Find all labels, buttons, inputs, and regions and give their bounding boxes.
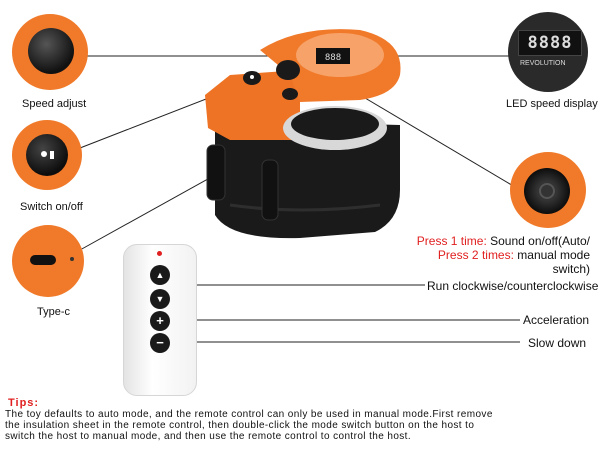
remote-button-plus[interactable]: + [150, 311, 170, 331]
remote-button-down[interactable]: ▼ [150, 289, 170, 309]
remote-button-minus[interactable]: − [150, 333, 170, 353]
remote-button-up[interactable]: ▲ [150, 265, 170, 285]
switch-closeup [12, 120, 82, 190]
mode-button-icon [524, 168, 570, 214]
callout-line-mode [359, 94, 521, 191]
led-display-label: LED speed display [506, 98, 598, 110]
usb-port-icon [30, 255, 56, 265]
press-2-desc: manual mode switch) [513, 248, 590, 276]
typec-label: Type-c [37, 306, 71, 318]
press-1-desc: Sound on/off(Auto/ [486, 234, 590, 248]
tips-line-1: The toy defaults to auto mode, and the r… [5, 409, 493, 420]
press-2-prefix: Press 2 times: [437, 248, 514, 262]
speed-adjust-label: Speed adjust [22, 98, 87, 110]
knob-icon [28, 28, 74, 74]
speed-adjust-closeup [12, 14, 88, 90]
tips-title: Tips: [8, 397, 40, 409]
press-1-text: Press 1 time: Sound on/off(Auto/ [405, 234, 590, 248]
press-1-prefix: Press 1 time: [416, 234, 487, 248]
mode-button-closeup [510, 152, 586, 228]
run-label: Run clockwise/counterclockwise [427, 279, 599, 293]
typec-closeup [12, 225, 84, 297]
tips-line-3: switch the host to manual mode, and then… [5, 431, 412, 442]
remote-indicator-led [157, 251, 162, 256]
led-digits: 8888 [527, 33, 573, 53]
led-brand-text: REVOLUTION [520, 60, 566, 67]
switch-button-icon [26, 134, 68, 176]
tips-line-2: the insulation sheet in the remote contr… [5, 420, 475, 431]
remote-control: ▲ ▼ + − [123, 244, 197, 396]
acceleration-label: Acceleration [523, 313, 590, 327]
tips-body: The toy defaults to auto mode, and the r… [5, 409, 595, 442]
slow-down-label: Slow down [528, 336, 587, 350]
svg-text:888: 888 [325, 53, 341, 63]
led-display-closeup: 8888 REVOLUTION [508, 12, 588, 92]
switch-onoff-label: Switch on/off [20, 201, 83, 213]
press-2-text: Press 2 times: manual mode switch) [405, 248, 590, 276]
